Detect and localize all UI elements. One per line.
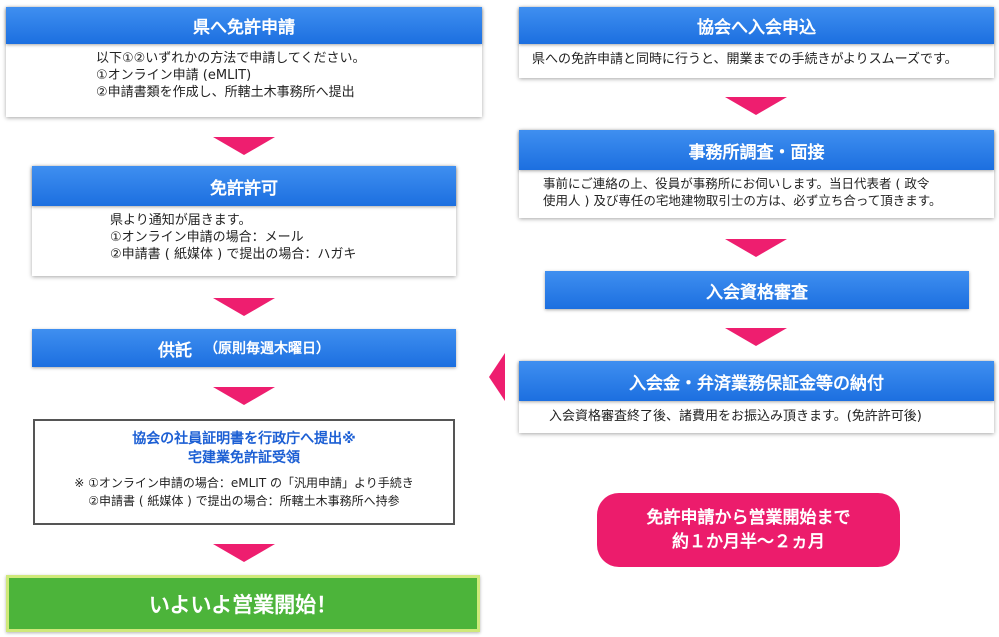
down-arrow-icon [213,298,275,316]
description-line: 事前にご連絡の上、役員が事務所にお伺いします。当日代表者 ( 政令 [543,176,930,191]
step-title: 協会の社員証明書を行政庁へ提出※ [132,431,356,447]
step-description: 事前にご連絡の上、役員が事務所にお伺いします。当日代表者 ( 政令 使用人 ) … [519,170,994,209]
step-description: 県より通知が届きます。 ①オンライン申請の場合：メール ②申請書 ( 紙媒体 )… [32,206,456,263]
business-start-banner: いよいよ営業開始！ [6,575,480,632]
step-certificate-submission: 協会の社員証明書を行政庁へ提出※ 宅建業免許証受領 ※ ①オンライン申請の場合：… [33,419,455,525]
step-office-inspection-interview: 事務所調査・面接 事前にご連絡の上、役員が事務所にお伺いします。当日代表者 ( … [519,130,994,218]
down-arrow-icon [213,137,275,155]
step-license-approval: 免許許可 県より通知が届きます。 ①オンライン申請の場合：メール ②申請書 ( … [32,166,456,276]
step-title: 入会金・弁済業務保証金等の納付 [519,361,994,401]
description-line: 県より通知が届きます。 [110,213,252,228]
step-prefecture-application: 県へ免許申請 以下①②いずれかの方法で申請してください。 ①オンライン申請 (e… [6,7,482,117]
description-line: ②申請書類を作成し、所轄土木事務所へ提出 [96,85,355,100]
description-line: ①オンライン申請 (eMLIT) [96,68,252,83]
description-line: ①オンライン申請の場合：メール [110,230,304,245]
left-arrow-icon [489,353,505,401]
step-membership-qualification-review: 入会資格審査 [545,271,969,309]
down-arrow-icon [725,328,787,346]
description-line: 以下①②いずれかの方法で申請してください。 [96,51,366,66]
step-association-membership-application: 協会へ入会申込 県への免許申請と同時に行うと、開業までの手続きがよりスムーズです… [519,7,994,78]
step-title: 事務所調査・面接 [519,130,994,170]
step-description: 以下①②いずれかの方法で申請してください。 ①オンライン申請 (eMLIT) ②… [6,44,482,101]
duration-line: 免許申請から営業開始まで [646,508,851,528]
step-footnote: ※ ①オンライン申請の場合：eMLIT の「汎用申請」より手続き [74,476,414,490]
step-fee-payment: 入会金・弁済業務保証金等の納付 入会資格審査終了後、諸費用をお振込み頂きます。(… [519,361,994,433]
step-description: 県への免許申請と同時に行うと、開業までの手続きがよりスムーズです。 [532,52,958,67]
description-line: 使用人 ) 及び専任の宅地建物取引士の方は、必ず立ち合って頂きます。 [543,193,942,208]
step-footnote: ②申請書 ( 紙媒体 ) で提出の場合：所轄土木事務所へ持参 [88,494,400,508]
duration-line: 約１か月半〜２ヵ月 [672,532,825,552]
step-note: （原則毎週木曜日） [204,341,330,357]
step-description: 入会資格審査終了後、諸費用をお振込み頂きます。(免許許可後) [549,409,922,424]
step-title: 供託 [158,340,192,361]
down-arrow-icon [725,239,787,257]
step-deposit: 供託 （原則毎週木曜日） [32,329,456,367]
down-arrow-icon [213,544,275,562]
step-title: 協会へ入会申込 [519,7,994,44]
step-subtitle: 宅建業免許証受領 [188,450,300,466]
down-arrow-icon [213,387,275,405]
step-title: 県へ免許申請 [6,7,482,44]
duration-badge: 免許申請から営業開始まで 約１か月半〜２ヵ月 [597,493,900,567]
step-title: 免許許可 [32,166,456,206]
down-arrow-icon [725,97,787,115]
description-line: ②申請書 ( 紙媒体 ) で提出の場合：ハガキ [110,247,357,262]
